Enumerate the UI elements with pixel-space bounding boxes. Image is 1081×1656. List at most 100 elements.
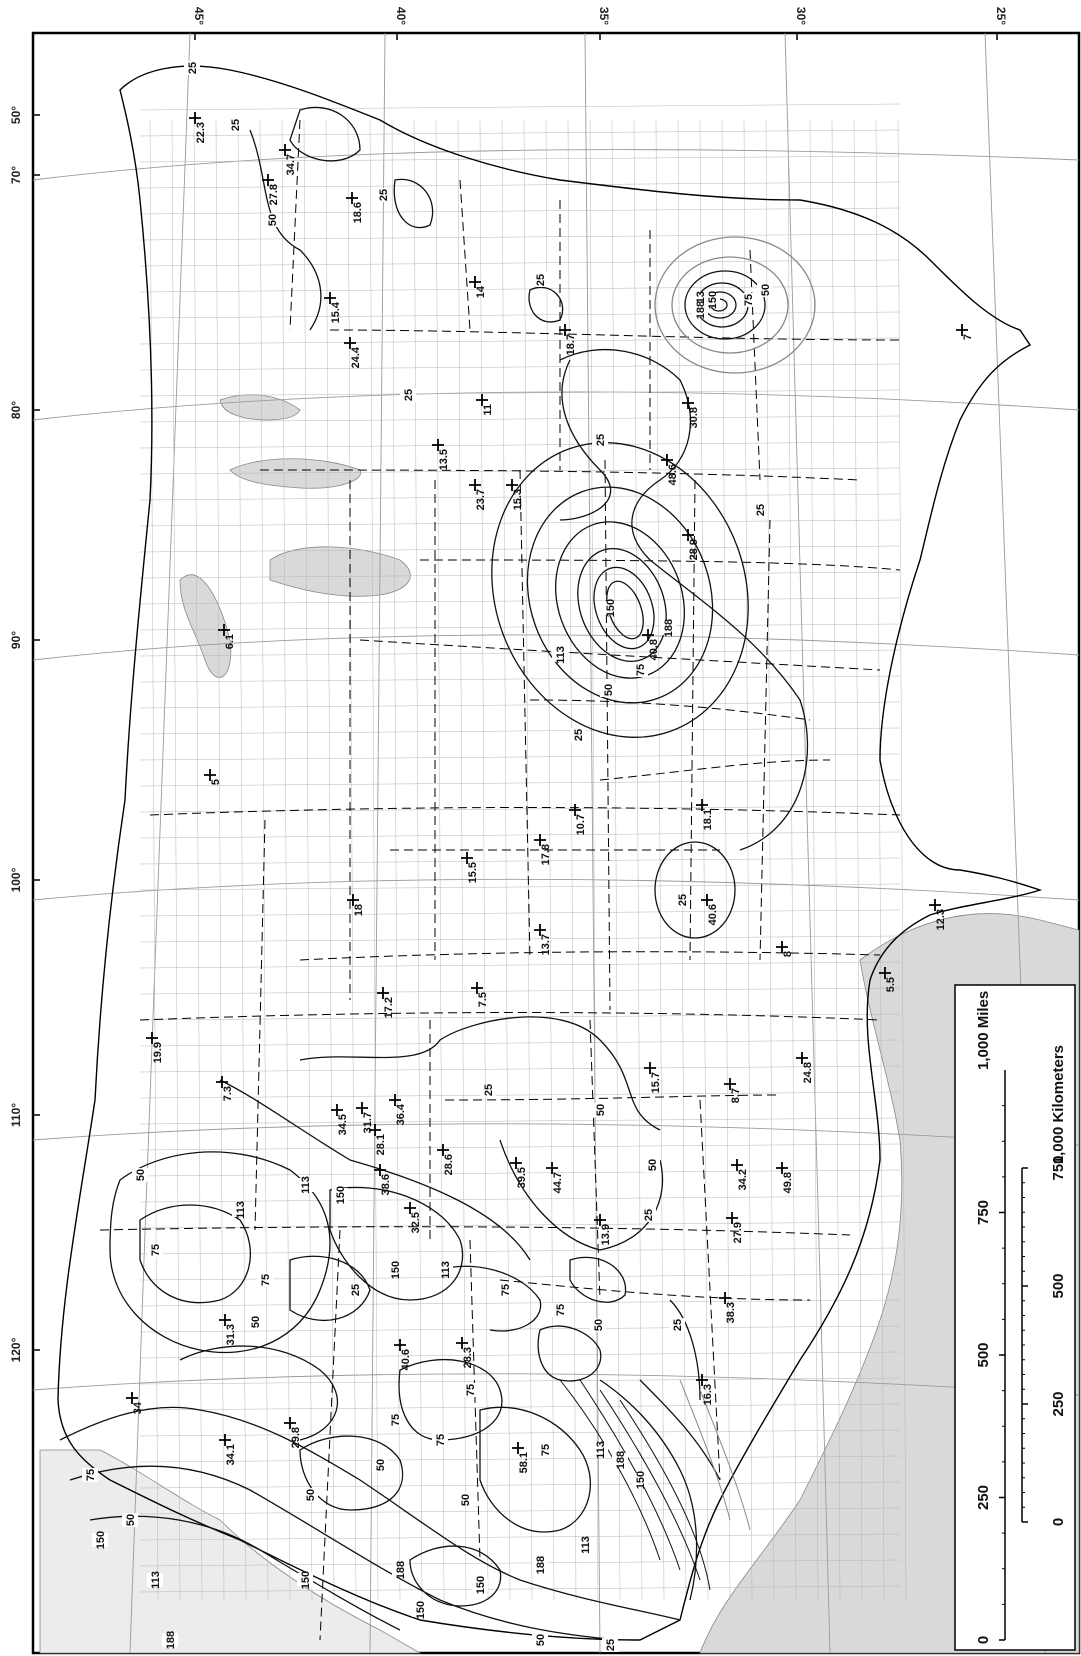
contour-label: 50 (267, 214, 279, 226)
contour-label: 188 (663, 619, 675, 637)
site-marker: 36.4 (389, 1094, 407, 1125)
site-marker: 17.8 (534, 834, 552, 865)
contour-label: 113 (580, 1536, 592, 1554)
contour-label: 75 (85, 1469, 97, 1481)
contour-label-bg (692, 303, 708, 317)
site-marker: 34.2 (731, 1159, 749, 1190)
contour-label-bg (577, 1538, 593, 1552)
site-marker: 40.6 (394, 1339, 412, 1370)
site-value: 13.5 (438, 449, 450, 470)
contour-label-bg (432, 1433, 448, 1447)
cross-icon (510, 1157, 522, 1169)
contour-label: 75 (150, 1244, 162, 1256)
site-value: 31.3 (225, 1324, 237, 1345)
longitude-tick-label: 100° (9, 867, 23, 892)
contour-label-bg (644, 1158, 660, 1172)
scale-bar-box (954, 984, 1076, 1651)
contour-label: 150 (635, 1471, 647, 1489)
site-marker: 5 (204, 769, 222, 785)
cross-icon (471, 982, 483, 994)
contour-label-bg (372, 1458, 388, 1472)
site-value: 39.5 (516, 1167, 528, 1188)
contour-label: 150 (390, 1261, 402, 1279)
site-value: 17.2 (383, 997, 395, 1018)
site-value: 24.8 (802, 1062, 814, 1083)
site-marker: 18.6 (346, 192, 364, 223)
contour-label-bg (537, 1443, 553, 1457)
contour-label-bg (632, 1473, 648, 1487)
site-marker: 44.7 (546, 1162, 564, 1193)
cross-icon (146, 1032, 158, 1044)
contour-label: 75 (390, 1414, 402, 1426)
longitude-tick-label: 120° (9, 1337, 23, 1362)
site-value: 12.3 (935, 909, 947, 930)
cross-icon (219, 1434, 231, 1446)
contour-label: 113 (300, 1176, 312, 1194)
contour-label-bg (92, 1533, 108, 1547)
site-value: 11 (482, 404, 494, 416)
cross-icon (469, 276, 481, 288)
site-value: 22.3 (195, 122, 207, 143)
site-value: 17.8 (540, 844, 552, 865)
contour-label: 113 (555, 646, 567, 664)
contour-label-bg (632, 663, 648, 677)
contour-label: 150 (475, 1576, 487, 1594)
cross-icon (682, 529, 694, 541)
site-marker: 15.4 (324, 292, 342, 323)
contour-label-bg (752, 503, 768, 517)
km-tick-label: 250 (1050, 1391, 1067, 1416)
contour-label: 150 (335, 1186, 347, 1204)
cross-icon (661, 454, 673, 466)
contour-label-bg (472, 1578, 488, 1592)
cross-icon (726, 1212, 738, 1224)
site-value: 18.1 (702, 809, 714, 830)
contour-labels: 2525502525252525507515011318825507515011… (82, 61, 773, 1652)
site-marker: 27.8 (262, 174, 280, 205)
contour-label-bg (640, 1208, 656, 1222)
contour-label-bg (257, 1273, 273, 1287)
contour-label: 50 (250, 1316, 262, 1328)
cross-icon (776, 941, 788, 953)
site-value: 18 (353, 904, 365, 916)
cross-icon (432, 439, 444, 451)
site-marker: 16.3 (696, 1374, 714, 1405)
contour-label: 25 (672, 1319, 684, 1331)
site-marker: 12.3 (929, 899, 947, 930)
cross-icon (437, 1144, 449, 1156)
site-value: 36.4 (395, 1103, 407, 1125)
site-marker: 32.5 (404, 1202, 422, 1233)
site-value: 34.1 (225, 1444, 237, 1465)
site-value: 49.8 (782, 1172, 794, 1193)
site-value: 6.1 (224, 634, 236, 649)
cross-icon (559, 324, 571, 336)
contour-label-bg (552, 1303, 568, 1317)
site-marker: 28.6 (437, 1144, 455, 1175)
site-value: 34.2 (737, 1169, 749, 1190)
cross-icon (476, 394, 488, 406)
site-value: 40.8 (648, 639, 660, 660)
site-value: 10.7 (575, 814, 587, 835)
contour-label-bg (740, 293, 756, 307)
site-marker: 18.7 (559, 324, 577, 355)
miles-tick-label: 0 (975, 1636, 992, 1644)
cross-icon (956, 324, 968, 336)
cross-icon (642, 629, 654, 641)
contour-label-bg (590, 1318, 606, 1332)
cross-icon (216, 1076, 228, 1088)
cross-icon (719, 1292, 731, 1304)
contour-label-bg (297, 1573, 313, 1587)
contour-label: 75 (743, 294, 755, 306)
site-value: 15.3 (512, 489, 524, 510)
cross-icon (219, 1314, 231, 1326)
site-value: 14 (475, 285, 487, 298)
cross-icon (394, 1339, 406, 1351)
cross-icon (644, 1062, 656, 1074)
state-boundaries (99, 119, 901, 1641)
longitude-tick-label: 90° (9, 631, 23, 649)
contour-label-bg (462, 1383, 478, 1397)
contour-label: 25 (755, 504, 767, 516)
contour-label-bg (660, 621, 676, 635)
